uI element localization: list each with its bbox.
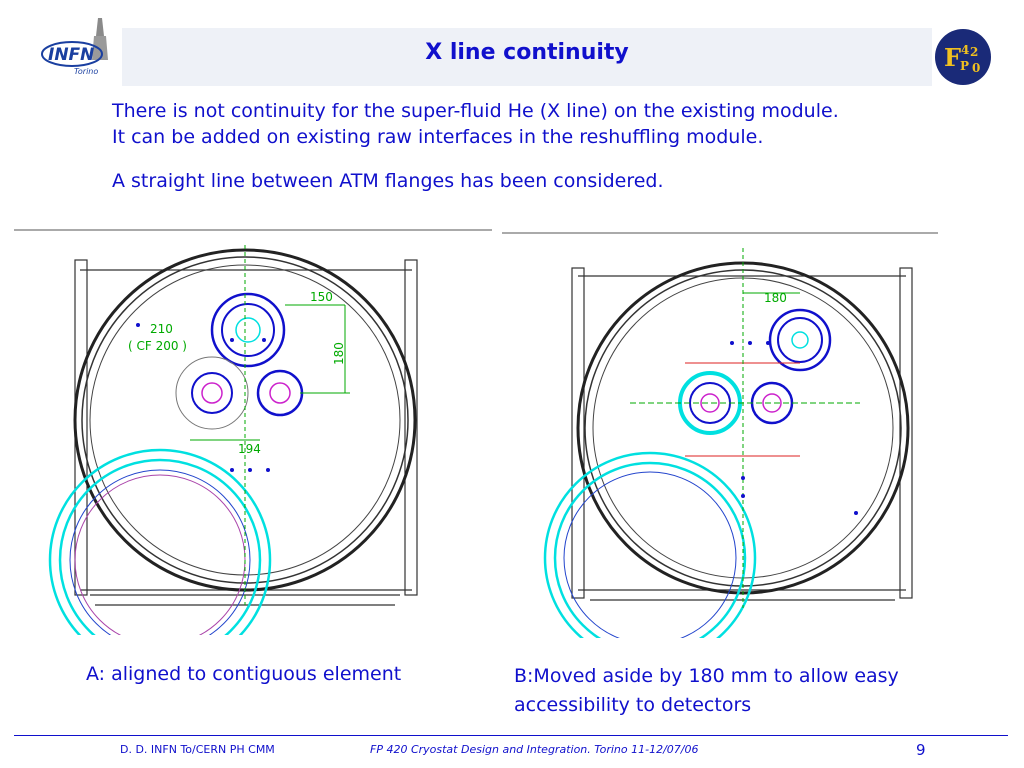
infn-logo: INFN Torino [38,14,118,86]
intro-paragraph: There is not continuity for the super-fl… [112,98,839,150]
dim-cf-label: ( CF 200 ) [128,339,187,353]
drawing-b: 180 [500,228,940,665]
infn-logo-sub: Torino [74,67,98,76]
svg-text:0: 0 [972,61,980,75]
text-line-2: It can be added on existing raw interfac… [112,126,764,148]
text-line-1: There is not continuity for the super-fl… [112,100,839,122]
dim-194-label: 194 [238,442,261,456]
svg-text:P: P [960,59,969,73]
dim-210-label: 210 [150,322,173,336]
svg-text:F: F [944,43,961,72]
footer-event: FP 420 Cryostat Design and Integration. … [370,743,699,756]
fp420-logo: F 4 2 P 0 [934,28,992,86]
dim-180-label-b: 180 [764,291,787,305]
caption-b: B:Moved aside by 180 mm to allow easy ac… [514,665,899,716]
footer-author: D. D. INFN To/CERN PH CMM [120,743,275,756]
consideration-paragraph: A straight line between ATM flanges has … [112,170,664,192]
infn-logo-text: INFN [48,45,94,65]
svg-text:2: 2 [970,45,978,59]
dim-180-label: 180 [332,342,346,365]
dim-diameter-label: 150 [310,290,333,304]
caption-a: A: aligned to contiguous element [86,663,402,685]
title-bar [122,28,932,86]
drawing-a: 150 210 ( CF 200 ) 180 194 [0,225,492,672]
page-number: 9 [916,741,926,759]
footer-divider [14,735,1008,736]
slide-title: X line continuity [425,40,629,65]
svg-text:4: 4 [961,43,969,57]
